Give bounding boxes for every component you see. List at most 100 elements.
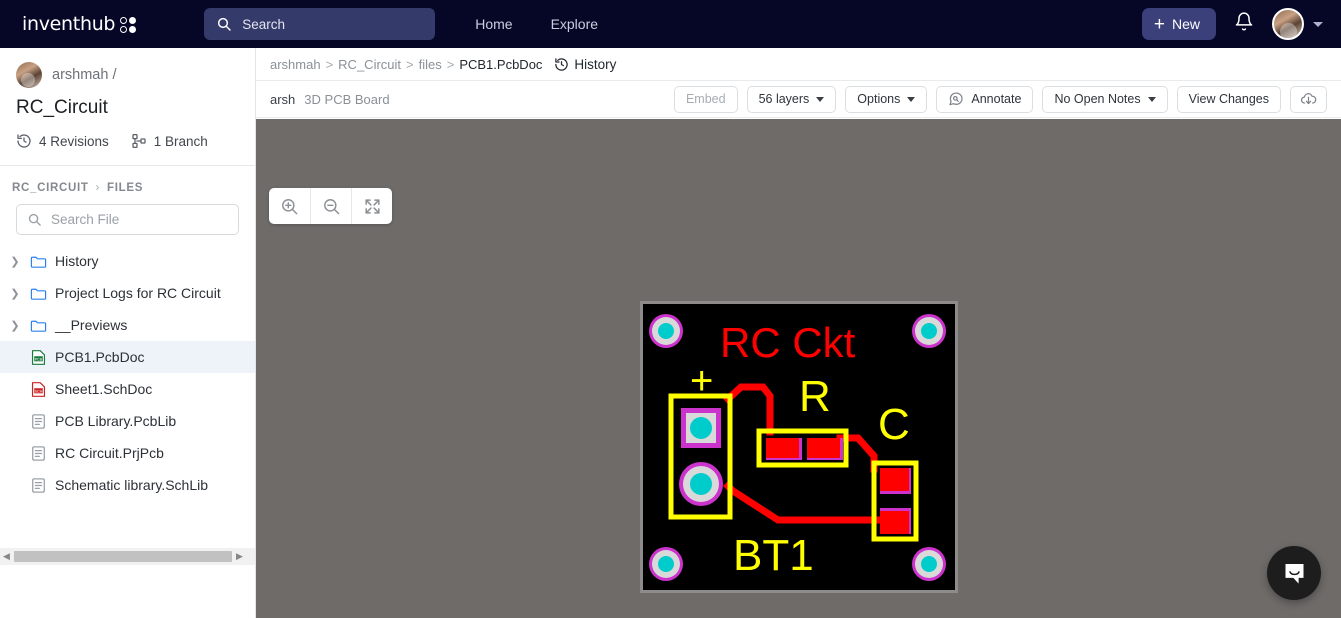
tree-item-project-logs[interactable]: ❯ Project Logs for RC Circuit [0,277,255,309]
owner-avatar [16,62,42,88]
revisions-label: 4 Revisions [39,133,109,149]
chevron-down-icon [816,96,825,102]
breadcrumb-separator: > [325,56,334,72]
caret-left-icon[interactable]: ◀ [3,551,10,561]
history-label: History [574,56,617,72]
branches-label: 1 Branch [153,133,208,149]
search-file-placeholder: Search File [51,212,120,227]
folder-icon [30,256,47,268]
file-tree: ❯ History ❯ Project Logs for RC Circuit … [0,245,255,501]
search-input[interactable]: Search [204,8,436,40]
page-title: RC_Circuit [16,97,108,118]
layers-label: 56 layers [758,92,810,106]
breadcrumb: RC_CIRCUIT › FILES [0,166,255,204]
chat-launcher[interactable] [1267,546,1321,600]
folder-icon [30,320,47,332]
search-file-input[interactable]: Search File [16,204,239,235]
layers-dropdown[interactable]: 56 layers [746,85,837,113]
mounting-holes [649,314,946,581]
bt1-footprint [668,393,733,520]
embed-label: Embed [685,92,726,106]
new-button[interactable]: + New [1141,8,1216,40]
chevron-right-icon[interactable]: ❯ [10,319,20,332]
tree-item-schematic-library[interactable]: ❯ Schematic library.SchLib [0,469,255,501]
file-type: 3D PCB Board [304,91,390,107]
search-placeholder: Search [242,16,285,32]
branch-icon [132,134,146,148]
main-content: arshmah > RC_Circuit > files > PCB1.PcbD… [256,48,1341,618]
branches-link[interactable]: 1 Branch [131,133,208,149]
zoom-out-button[interactable] [310,188,351,224]
history-clock-icon [17,134,31,148]
expand-arrows-icon [364,198,380,214]
inventhub-logo[interactable]: inventhub [22,13,137,35]
silkscreen-title: RC Ckt [720,319,856,366]
project-owner[interactable]: arshmah / [16,62,239,88]
search-icon [28,213,41,226]
breadcrumb-separator: › [95,182,101,194]
tree-item-rc-circuit-prjpcb[interactable]: ❯ RC Circuit.PrjPcb [0,437,255,469]
annotate-button[interactable]: Annotate [936,85,1034,113]
fit-screen-button[interactable] [351,188,392,224]
options-label: Options [857,92,901,106]
zoom-out-icon [323,198,339,214]
revisions-link[interactable]: 4 Revisions [16,133,109,149]
sidebar-divider [0,165,255,166]
history-link[interactable]: History [554,57,616,72]
chevron-down-icon [1313,21,1323,27]
project-meta: 4 Revisions 1 Branch [16,133,239,165]
primary-nav-links: Home Explore [475,16,598,32]
breadcrumb-separator: > [406,56,414,72]
tree-item-pcb-library[interactable]: ❯ PCB Library.PcbLib [0,405,255,437]
notifications-button[interactable] [1234,11,1254,37]
sch-file-icon: SCH [31,381,46,397]
breadcrumb-pcb1-pcbdoc[interactable]: PCB1.PcbDoc [459,56,543,72]
chevron-right-icon[interactable]: ❯ [10,287,20,300]
chevron-right-icon[interactable]: ❯ [10,255,20,268]
pcb-board-svg: RC Ckt [640,301,958,593]
tree-item-label: PCB1.PcbDoc [55,349,145,365]
top-nav-right-group: + New [1141,8,1323,40]
designator-r: R [799,372,831,421]
designator-plus: + [690,359,713,403]
tree-item-history[interactable]: ❯ History [0,245,255,277]
top-navigation-bar: inventhub Search Home Explore + New [0,0,1341,48]
sidebar-horizontal-scrollbar[interactable]: ◀ ▶ [0,548,255,565]
account-menu[interactable] [1272,8,1323,40]
caret-right-icon[interactable]: ▶ [236,551,243,561]
breadcrumb-root[interactable]: RC_CIRCUIT [12,182,89,194]
mounting-hole-top-right [912,314,946,348]
search-icon [218,17,231,31]
history-clock-icon [555,57,569,71]
breadcrumb-files[interactable]: files [418,56,442,72]
document-icon [32,445,45,461]
nav-explore[interactable]: Explore [550,16,599,32]
pcb-viewer-canvas[interactable]: RC Ckt [256,119,1341,618]
notes-dropdown[interactable]: No Open Notes [1042,85,1168,113]
file-owner: arsh [270,91,296,107]
file-breadcrumb: arshmah > RC_Circuit > files > PCB1.PcbD… [256,48,1341,81]
embed-button[interactable]: Embed [673,85,738,113]
zoom-controls [269,188,392,224]
tree-item-sheet1-schdoc[interactable]: ❯ SCH Sheet1.SchDoc [0,373,255,405]
zoom-in-button[interactable] [269,188,310,224]
breadcrumb-arshmah[interactable]: arshmah [270,56,321,72]
bell-icon [1235,12,1253,31]
tree-item-label: RC Circuit.PrjPcb [55,445,164,461]
folder-icon [30,288,47,300]
tree-item-pcb1-pcbdoc[interactable]: ❯ PCB PCB1.PcbDoc [0,341,255,373]
c-footprint [871,460,919,542]
view-changes-button[interactable]: View Changes [1176,85,1281,113]
svg-text:PCB: PCB [35,357,43,361]
scrollbar-thumb[interactable] [14,551,232,562]
project-header: arshmah / RC_Circuit 4 Revisions 1 [0,48,255,165]
tree-item-previews[interactable]: ❯ __Previews [0,309,255,341]
pcb-file-icon: PCB [31,349,46,365]
breadcrumb-rc-circuit[interactable]: RC_Circuit [338,56,402,72]
download-button[interactable] [1290,85,1327,113]
mounting-hole-bottom-left [649,547,683,581]
options-dropdown[interactable]: Options [845,85,928,113]
pcb-board-render[interactable]: RC Ckt [640,301,958,593]
view-changes-label: View Changes [1188,92,1269,106]
nav-home[interactable]: Home [475,16,513,32]
